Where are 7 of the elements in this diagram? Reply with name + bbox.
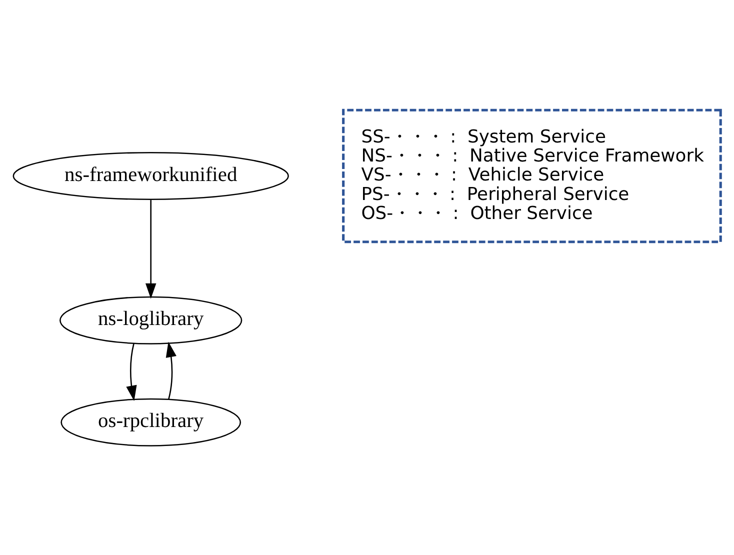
arrow (166, 341, 176, 399)
node-box: SS-・・・ : System Service NS-・・・ : Native Service Framework VS-・・・ : Vehicle Service PS-・・・ : Peripheral Service OS-・・・ : Other Service (342, 108, 722, 243)
node-ellipse: ns-loglibrary (60, 296, 242, 344)
arrow (145, 200, 156, 298)
node-ellipse: os-rpclibrary (60, 398, 242, 446)
node-ellipse: ns-frameworkunified (12, 151, 289, 200)
arrow (126, 343, 137, 400)
